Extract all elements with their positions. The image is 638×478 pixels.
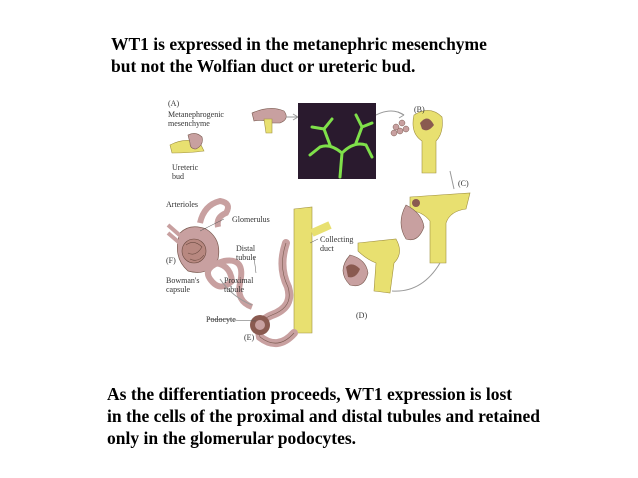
label-distal-2: tubule: [236, 253, 256, 262]
label-panel-f: (F): [166, 256, 176, 265]
label-panel-d: (D): [356, 311, 368, 320]
label-panel-a: (A): [168, 99, 180, 108]
caption-line-2: in the cells of the proximal and distal …: [107, 406, 541, 426]
label-proximal-1: Proximal: [224, 276, 254, 285]
label-metanephrogenic-1: Metanephrogenic: [168, 110, 224, 119]
label-metanephrogenic-2: mesenchyme: [168, 119, 210, 128]
label-arterioles: Arterioles: [166, 200, 198, 209]
label-podocyte: Podocyte: [206, 315, 236, 324]
label-panel-b: (B): [414, 105, 425, 114]
slide-caption: As the differentiation proceeds, WT1 exp…: [107, 383, 587, 449]
title-line-2: but not the Wolfian duct or ureteric bud…: [111, 56, 416, 76]
caption-line-3: only in the glomerular podocytes.: [107, 428, 357, 448]
label-distal-1: Distal: [236, 244, 256, 253]
label-ureteric-2: bud: [172, 172, 184, 181]
title-line-1: WT1 is expressed in the metanephric mese…: [111, 34, 487, 54]
label-bowmans-1: Bowman's: [166, 276, 200, 285]
label-panel-e: (E): [244, 333, 255, 342]
label-collecting-1: Collecting: [320, 235, 354, 244]
label-ureteric-1: Ureteric: [172, 163, 199, 172]
label-panel-c: (C): [458, 179, 469, 188]
figure-illustration: [160, 93, 480, 353]
kidney-development-figure: (A) Metanephrogenic mesenchyme Ureteric …: [160, 93, 480, 353]
label-proximal-2: tubule: [224, 285, 244, 294]
label-collecting-2: duct: [320, 244, 334, 253]
slide-title: WT1 is expressed in the metanephric mese…: [111, 33, 571, 77]
label-glomerulus: Glomerulus: [232, 215, 270, 224]
caption-line-1: As the differentiation proceeds, WT1 exp…: [107, 384, 513, 404]
label-bowmans-2: capsule: [166, 285, 190, 294]
